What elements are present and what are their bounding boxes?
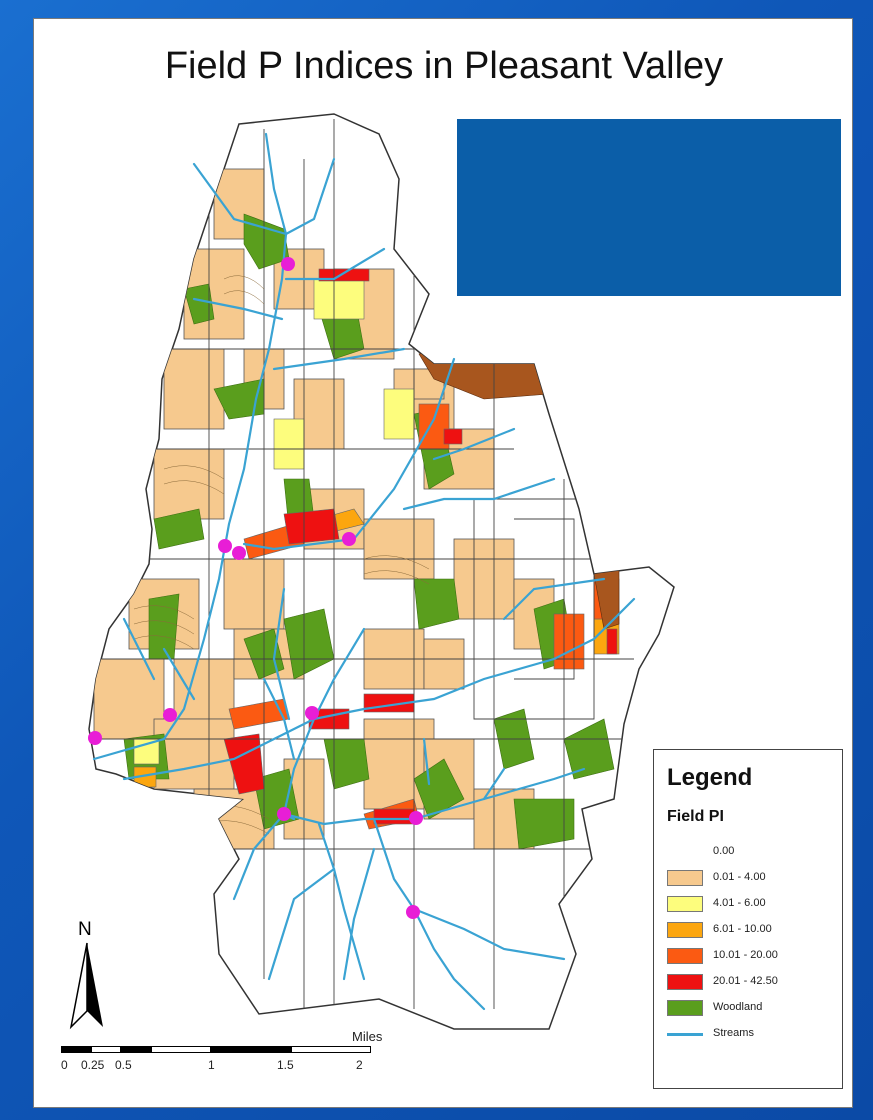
sampling-point bbox=[409, 811, 423, 825]
scale-segment bbox=[91, 1046, 121, 1053]
stream-line-icon bbox=[667, 1033, 703, 1036]
legend-subtitle: Field PI bbox=[667, 808, 724, 825]
sampling-point bbox=[88, 731, 102, 745]
sampling-point bbox=[277, 807, 291, 821]
streams bbox=[92, 132, 636, 1011]
scale-tick-label: 1 bbox=[208, 1058, 215, 1072]
scale-segment bbox=[121, 1046, 151, 1053]
legend-item-label: 0.00 bbox=[713, 845, 735, 857]
scale-tick-label: 0.5 bbox=[115, 1058, 132, 1072]
sampling-point bbox=[305, 706, 319, 720]
scale-segment bbox=[291, 1046, 371, 1053]
legend-swatch bbox=[667, 1000, 703, 1016]
north-arrow-icon bbox=[69, 942, 103, 1030]
watershed-map bbox=[88, 113, 675, 1030]
fields-very-high bbox=[223, 268, 618, 825]
scale-segment bbox=[151, 1046, 211, 1053]
legend-swatch bbox=[667, 974, 703, 990]
sampling-point bbox=[218, 539, 232, 553]
legend-item-label: 10.01 - 20.00 bbox=[713, 949, 778, 961]
map-title: Field P Indices in Pleasant Valley bbox=[164, 45, 724, 87]
scale-segment bbox=[61, 1046, 91, 1053]
legend-item-label: Woodland bbox=[713, 1001, 763, 1013]
legend-item-label: Streams bbox=[713, 1027, 754, 1039]
north-label: N bbox=[78, 919, 92, 940]
sampling-point bbox=[406, 905, 420, 919]
legend-item-label: 20.01 - 42.50 bbox=[713, 975, 778, 987]
scale-tick-label: 2 bbox=[356, 1058, 363, 1072]
fields-moderate bbox=[133, 278, 415, 765]
sampling-points bbox=[88, 257, 423, 919]
scale-unit-label: Miles bbox=[352, 1029, 383, 1044]
legend-swatch bbox=[667, 896, 703, 912]
map-panel: Field P Indices in Pleasant Valley bbox=[33, 18, 853, 1108]
legend-item-label: 0.01 - 4.00 bbox=[713, 871, 766, 883]
legend-swatch bbox=[667, 870, 703, 886]
sampling-point bbox=[342, 532, 356, 546]
legend-swatch bbox=[667, 948, 703, 964]
legend-title: Legend bbox=[667, 764, 753, 791]
legend-item-label: 6.01 - 10.00 bbox=[713, 923, 772, 935]
fields-low bbox=[93, 168, 555, 850]
sampling-point bbox=[163, 708, 177, 722]
scale-tick-label: 0.25 bbox=[81, 1058, 105, 1072]
sampling-point bbox=[232, 546, 246, 560]
overlay-box bbox=[457, 119, 841, 296]
scale-tick-label: 0 bbox=[61, 1058, 68, 1072]
legend-swatch bbox=[667, 922, 703, 938]
scale-tick-label: 1.5 bbox=[277, 1058, 294, 1072]
scale-segment bbox=[211, 1046, 291, 1053]
sampling-point bbox=[281, 257, 295, 271]
scale-bar: 0 0.25 0.5 1 1.5 2 bbox=[61, 1046, 381, 1072]
legend-item-label: 4.01 - 6.00 bbox=[713, 897, 766, 909]
legend: Legend Field PI 0.00 0.01 - 4.00 4.01 - … bbox=[653, 749, 843, 1089]
